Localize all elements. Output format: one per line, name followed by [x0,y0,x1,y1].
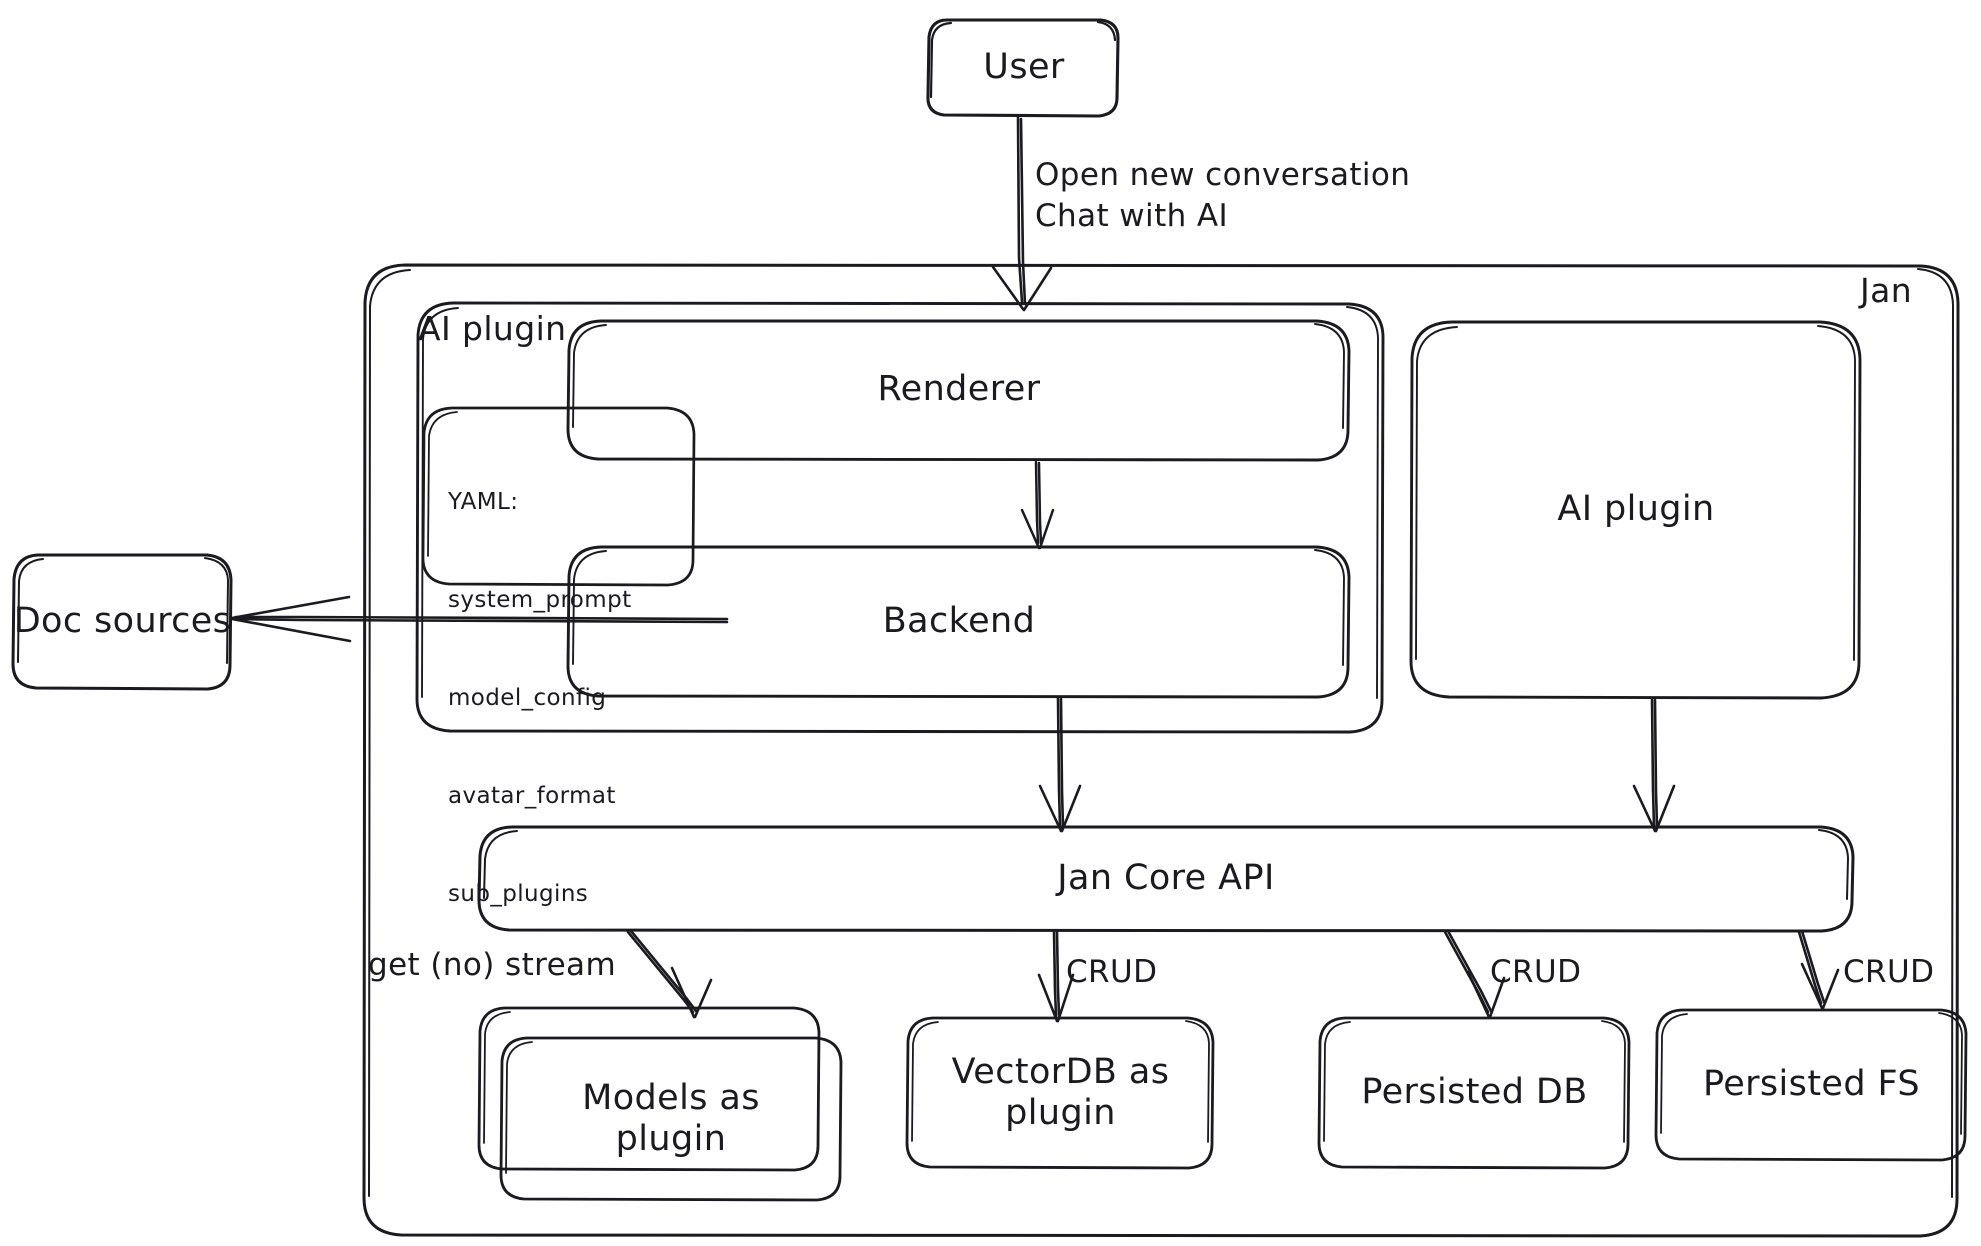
persisted-db-node-shape [1317,1016,1631,1170]
edge-core-to-persisted-db [1443,929,1506,1019]
ai-plugin-group-shape [415,301,1385,734]
jan-container-shape [362,263,1960,1238]
edge-core-to-models [626,929,713,1019]
persisted-fs-node-shape [1654,1008,1968,1162]
edge-core-to-vectordb [1037,929,1075,1023]
renderer-node-shape [566,319,1351,462]
jan-core-api-node-shape [477,825,1855,933]
edge-renderer-to-backend [1020,460,1055,550]
edge-backend-to-core [1038,696,1082,833]
yaml-card-shape [421,406,696,587]
edge-backend-to-doc-sources [230,595,729,643]
ai-plugin-node-shape [1409,320,1862,700]
vectordb-as-plugin-node-shape [905,1016,1215,1170]
models-as-plugin-node-shape [477,1006,843,1202]
edge-user-to-renderer [991,115,1053,312]
backend-node-shape [566,545,1351,699]
user-node-shape [926,18,1120,118]
edge-ai-plugin-to-core [1632,697,1676,833]
edge-core-to-persisted-fs [1797,929,1840,1010]
doc-sources-node-shape [11,553,233,691]
